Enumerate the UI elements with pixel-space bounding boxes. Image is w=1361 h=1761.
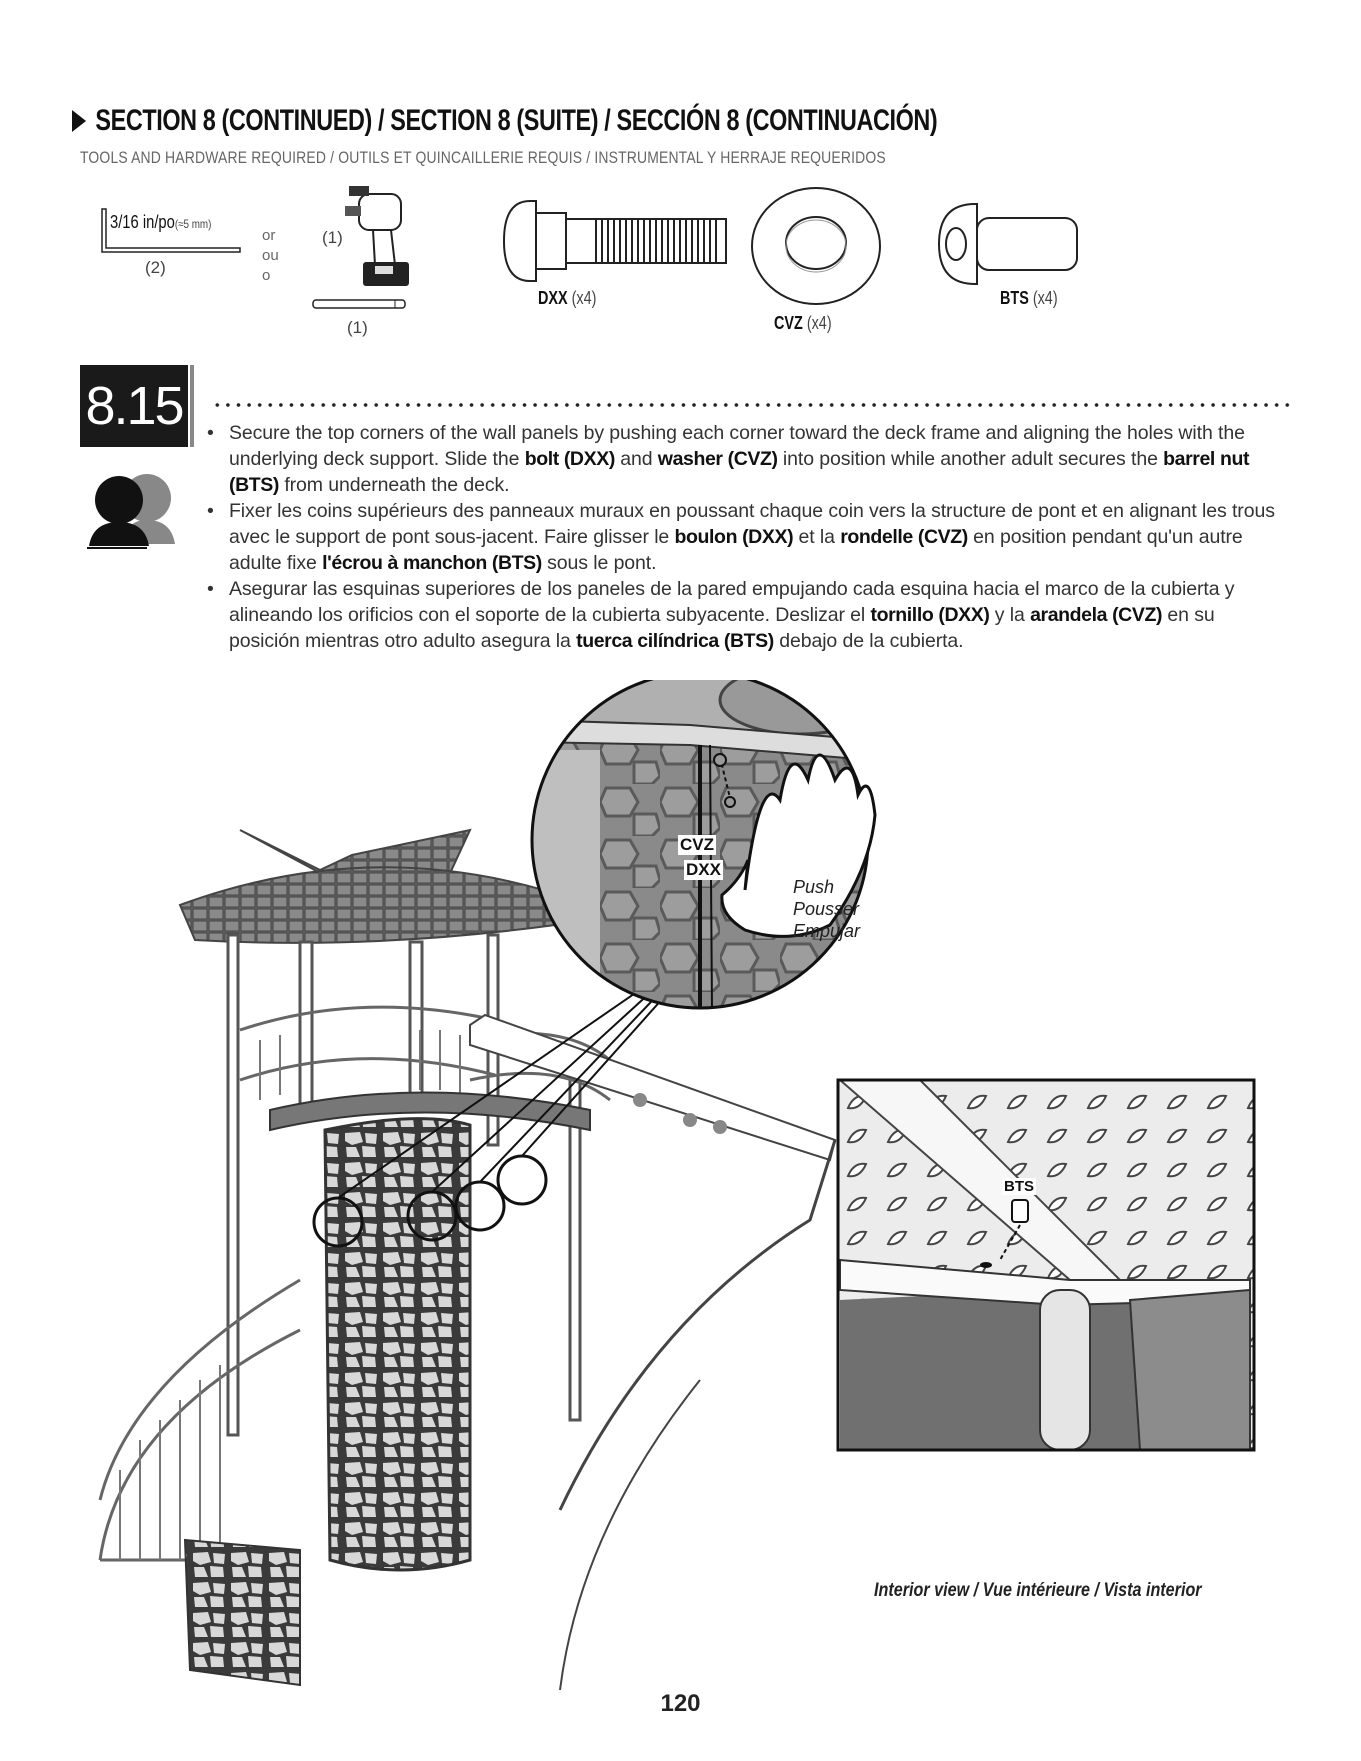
driver-bit-icon bbox=[312, 299, 406, 309]
play-arrow-icon bbox=[72, 110, 87, 132]
hardware-cvz-label: CVZ (x4) bbox=[774, 313, 832, 333]
barrel-nut-bts-icon bbox=[937, 203, 1078, 285]
instruction-en: Secure the top corners of the wall panel… bbox=[207, 420, 1285, 498]
interior-view-caption: Interior view / Vue intérieure / Vista i… bbox=[874, 1580, 1202, 1601]
two-adults-icon bbox=[87, 474, 175, 549]
instruction-fr: Fixer les coins supérieurs des panneaux … bbox=[207, 498, 1285, 576]
cvz-detail-label: CVZ bbox=[678, 835, 716, 855]
allen-key-qty: (2) bbox=[145, 258, 166, 277]
instruction-list: Secure the top corners of the wall panel… bbox=[207, 420, 1285, 654]
instruction-es: Asegurar las esquinas superiores de los … bbox=[207, 576, 1285, 654]
drill-icon bbox=[345, 186, 409, 286]
tools-subtitle: TOOLS AND HARDWARE REQUIRED / OUTILS ET … bbox=[80, 148, 886, 167]
or-text: or ou o bbox=[262, 227, 279, 284]
balusters bbox=[119, 1030, 461, 1560]
washer-cvz-icon bbox=[751, 187, 881, 305]
swing-beam bbox=[469, 1013, 837, 1690]
push-label: Push Pousser Empujar bbox=[793, 877, 861, 941]
hand-icon bbox=[720, 753, 877, 938]
callout-lines bbox=[337, 975, 673, 1199]
drill-qty: (1) bbox=[322, 228, 343, 247]
stone-tower bbox=[323, 1117, 472, 1572]
dxx-detail-label: DXX bbox=[684, 860, 723, 880]
zoom-detail bbox=[530, 680, 877, 1010]
bts-detail-label: BTS bbox=[1002, 1178, 1036, 1195]
interior-view-inset bbox=[836, 1078, 1256, 1452]
page-number: 120 bbox=[660, 1690, 701, 1717]
section-title: SECTION 8 (CONTINUED) / SECTION 8 (SUITE… bbox=[72, 104, 938, 138]
dotted-divider bbox=[212, 403, 1292, 407]
playset-illustration bbox=[98, 680, 1256, 1690]
deck bbox=[269, 1091, 591, 1132]
driver-bit-qty: (1) bbox=[347, 318, 368, 337]
step-number: 8.15 bbox=[80, 365, 194, 447]
roof bbox=[178, 828, 562, 944]
stairs-base bbox=[183, 1538, 301, 1687]
allen-key-label: 3/16 in/po(≈5 mm) bbox=[110, 212, 212, 232]
hardware-dxx-label: DXX (x4) bbox=[538, 288, 597, 308]
bolt-dxx-icon bbox=[502, 200, 727, 282]
hardware-bts-label: BTS (x4) bbox=[1000, 288, 1058, 308]
allen-key-icon bbox=[101, 208, 241, 253]
